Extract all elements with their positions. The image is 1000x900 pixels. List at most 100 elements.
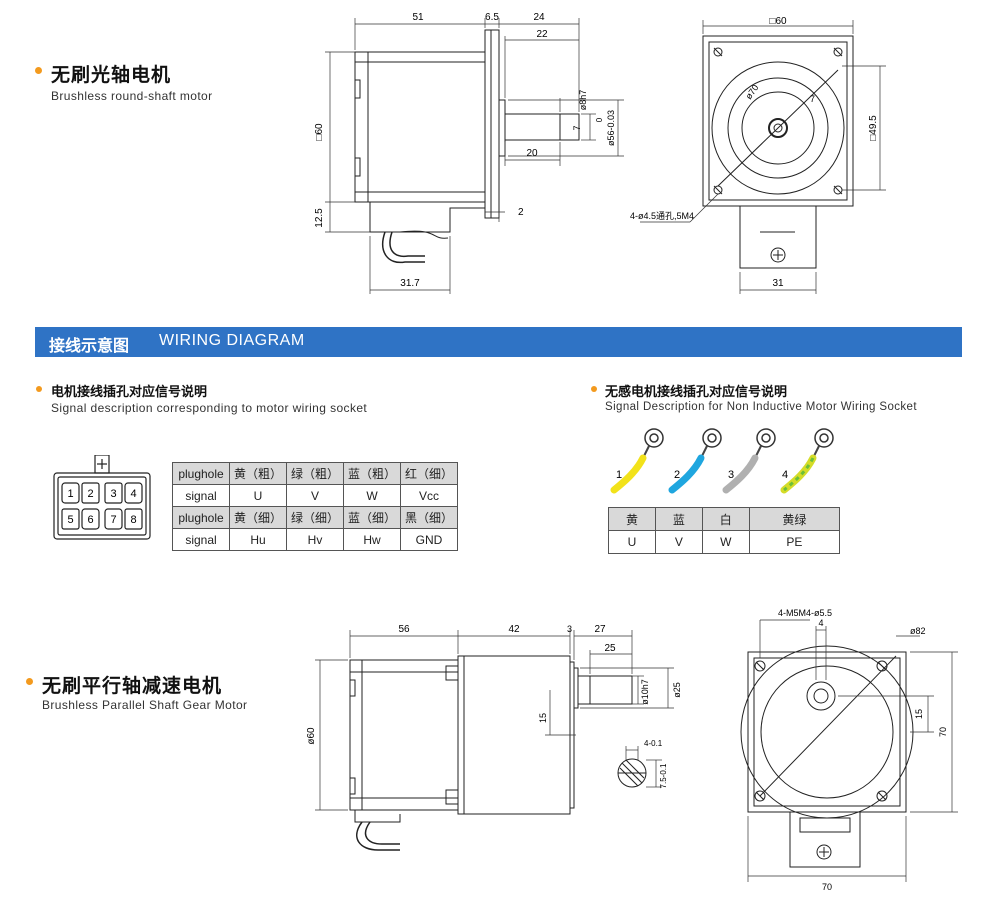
wiring-title-zh: 接线示意图	[49, 336, 130, 355]
bullet-dot	[26, 678, 33, 685]
table-row: plughole 黄（粗） 绿（粗） 蓝（粗） 红（细）	[172, 462, 458, 485]
dim-31-7: 31.7	[400, 278, 420, 289]
dim-0: 0	[595, 117, 604, 122]
dim-2: 2	[518, 207, 524, 218]
pin-8-label: 8	[130, 514, 136, 526]
table-cell: 绿（粗）	[286, 462, 344, 485]
gear-dim-10h7: ø10h7	[640, 679, 650, 705]
table-cell: plughole	[172, 462, 230, 485]
dim-51: 51	[412, 12, 424, 23]
table-row: plughole 黄（细） 绿（细） 蓝（细） 黑（细）	[172, 506, 458, 529]
gear-front-dim-70-h: 70	[822, 882, 832, 892]
pin-4-label: 4	[130, 488, 136, 500]
pin-3-label: 3	[110, 488, 116, 500]
gear-dim-27: 27	[594, 624, 606, 635]
front-dim-7: 7	[810, 94, 815, 104]
table-cell: W	[701, 530, 750, 554]
table-row: signal U V W Vcc	[172, 484, 458, 507]
table-cell: Hv	[286, 528, 344, 551]
dim-6-5: 6.5	[485, 12, 499, 23]
bullet-dot	[36, 386, 42, 392]
gear-front-dim-70-v: 70	[938, 727, 948, 737]
table-cell: 蓝（粗）	[343, 462, 401, 485]
table-row: U V W PE	[608, 530, 841, 554]
gear-motor-side-view: 56 42 3 27 25 15 ø10h7 ø25 ø60 4-0.1 7.5…	[306, 624, 682, 851]
table-cell: GND	[400, 528, 458, 551]
front-dim-49-5: □49.5	[868, 115, 879, 141]
pin-2-label: 2	[87, 488, 93, 500]
table-cell: PE	[748, 530, 841, 554]
gear-front-dim-82: ø82	[910, 626, 926, 636]
table-cell: U	[608, 530, 656, 554]
wire-3-number: 3	[728, 469, 734, 481]
wire-color-table: 黄 蓝 白 黄绿 U V W PE	[608, 507, 841, 554]
table-cell: Hw	[343, 528, 401, 551]
gear-motor-title-en: Brushless Parallel Shaft Gear Motor	[42, 698, 248, 712]
socket-title-zh: 电机接线插孔对应信号说明	[51, 385, 208, 400]
wire-1-yellow	[610, 454, 647, 494]
wire-1-number: 1	[616, 469, 622, 481]
front-dim-31: 31	[772, 278, 784, 289]
gear-dim-60: ø60	[306, 727, 317, 745]
table-row: signal Hu Hv Hw GND	[172, 528, 458, 551]
table-cell: Hu	[229, 528, 287, 551]
wire-terminals-illustration: 1 2 3 4	[610, 428, 834, 494]
gear-motor-front-view: 4-M5M4-ø5.5 4 ø82 15 70 70	[740, 608, 958, 892]
wiring-title-en: WIRING DIAGRAM	[159, 332, 305, 349]
table-cell: 红（细）	[400, 462, 458, 485]
table-cell: 黄	[608, 507, 656, 531]
gear-dim-56: 56	[398, 624, 410, 635]
wire-3-grey	[722, 454, 759, 494]
table-cell: V	[654, 530, 703, 554]
dim-24: 24	[533, 12, 545, 23]
non-inductive-title-en: Signal Description for Non Inductive Mot…	[605, 401, 917, 413]
dim-square-60: □60	[314, 123, 325, 141]
gear-dim-3: 3	[567, 624, 572, 634]
wire-2-blue	[668, 454, 705, 494]
table-cell: 白	[701, 507, 750, 531]
bullet-dot	[591, 386, 597, 392]
bullet-dot	[35, 67, 42, 74]
front-dim-60: □60	[769, 16, 787, 27]
table-cell: 蓝（细）	[343, 506, 401, 529]
front-holes-note: 4-ø4.5通孔,5M4	[630, 211, 694, 221]
pin-1-label: 1	[67, 488, 73, 500]
dim-22: 22	[536, 29, 548, 40]
pin-5-label: 5	[67, 514, 73, 526]
table-cell: signal	[172, 528, 230, 551]
round-shaft-title-zh: 无刷光轴电机	[51, 64, 172, 86]
table-cell: 蓝	[654, 507, 703, 531]
gear-front-dim-15: 15	[914, 709, 924, 719]
table-cell: 绿（细）	[286, 506, 344, 529]
dim-7: 7	[572, 125, 582, 130]
table-cell: U	[229, 484, 287, 507]
gear-dim-25-dia: ø25	[672, 682, 682, 698]
socket-title-en: Signal description corresponding to moto…	[51, 401, 368, 415]
dim-20: 20	[526, 148, 538, 159]
table-cell: 黑（细）	[400, 506, 458, 529]
table-cell: W	[343, 484, 401, 507]
table-row: 黄 蓝 白 黄绿	[608, 507, 841, 531]
connector-socket-icon: 1 2 3 4 5 6 7 8	[53, 455, 151, 540]
wire-4-yellow-green	[780, 454, 817, 494]
table-cell: 黄（细）	[229, 506, 287, 529]
gear-front-holes-note: 4-M5M4-ø5.5	[778, 608, 832, 618]
gear-motor-title-zh: 无刷平行轴减速电机	[42, 675, 223, 697]
table-cell: Vcc	[400, 484, 458, 507]
pin-7-label: 7	[110, 514, 116, 526]
table-cell: V	[286, 484, 344, 507]
round-shaft-front-view: □60 ø70 7 □49.5 31 4-ø4.5通孔,5M4	[630, 16, 886, 294]
dim-8h7: ø8h7	[578, 90, 588, 111]
gear-dim-42: 42	[508, 624, 520, 635]
wire-2-number: 2	[674, 469, 680, 481]
table-cell: signal	[172, 484, 230, 507]
pin-6-label: 6	[87, 514, 93, 526]
gear-front-dim-4: 4	[818, 618, 823, 628]
gear-dim-25: 25	[604, 643, 616, 654]
round-shaft-title-en: Brushless round-shaft motor	[51, 89, 213, 103]
socket-signal-table: plughole 黄（粗） 绿（粗） 蓝（粗） 红（细） signal U V …	[172, 462, 458, 551]
wiring-diagram-banner: 接线示意图 WIRING DIAGRAM	[35, 327, 962, 357]
table-cell: 黄绿	[748, 507, 841, 531]
non-inductive-title-zh: 无感电机接线插孔对应信号说明	[605, 385, 788, 400]
gear-dim-7-5: 7.5-0.1	[659, 763, 668, 788]
